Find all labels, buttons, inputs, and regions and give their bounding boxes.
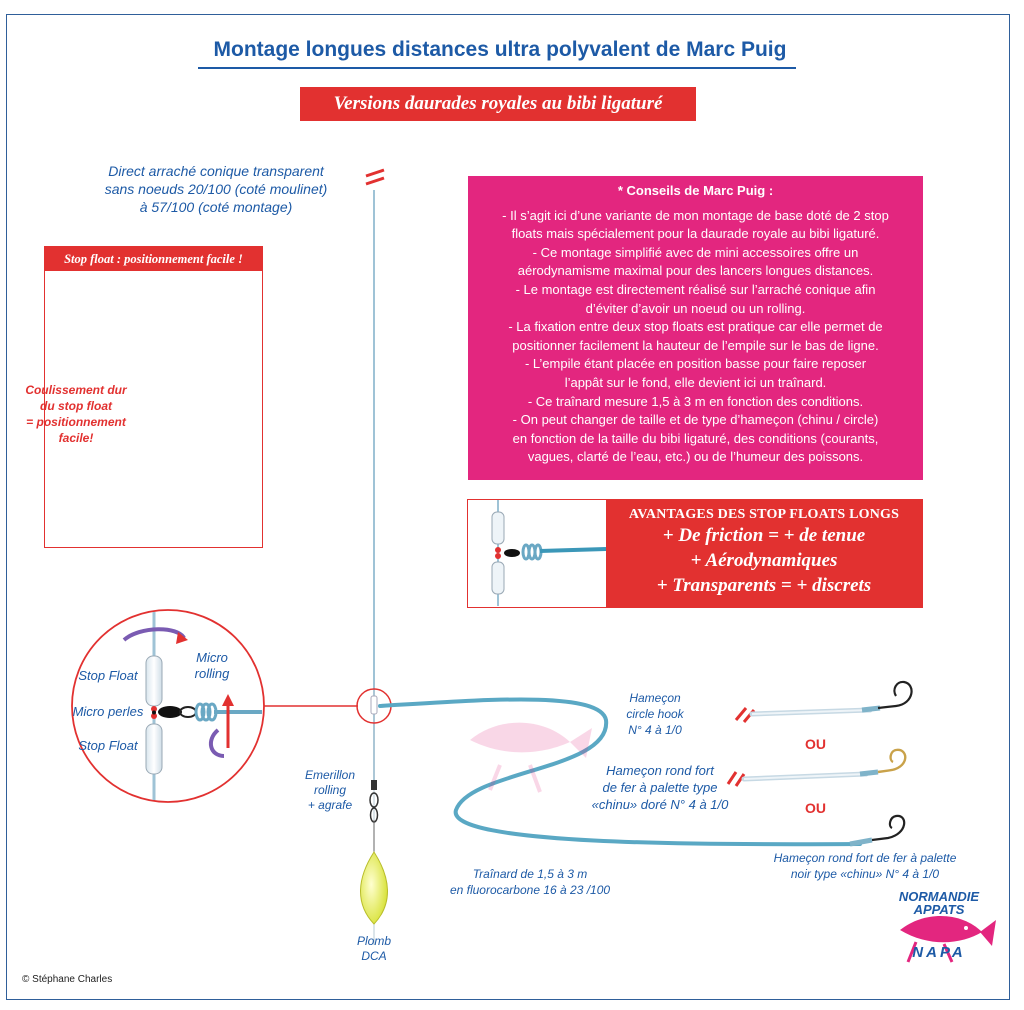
mini-stop-float xyxy=(370,695,378,715)
label-stop-float-top: Stop Float xyxy=(78,668,138,683)
conseils-line: - La fixation entre deux stop floats est… xyxy=(508,319,883,335)
conseils-line: aérodynamisme maximal pour des lancers l… xyxy=(517,263,874,279)
avantages-line: + Transparents = + discrets xyxy=(656,575,872,596)
label-emerillon-1: Emerillon xyxy=(304,768,355,782)
conseils-line: l’appât sur le fond, elle devient ici un… xyxy=(564,374,827,390)
brand-logo-line-1: NORMANDIE xyxy=(898,889,980,904)
conseils-line: - Ce traînard mesure 1,5 à 3 m en foncti… xyxy=(527,393,864,409)
conseils-line: en fonction de la taille du bibi ligatur… xyxy=(512,430,879,446)
brand-logo-line-2: APPATS xyxy=(913,902,965,917)
avantages-illustration xyxy=(491,500,606,606)
label-hook-3-2: noir type «chinu» N° 4 à 1/0 xyxy=(790,867,940,881)
stop-float-note-1: Coulissement dur xyxy=(25,383,127,397)
label-emerillon-3: + agrafe xyxy=(307,798,353,812)
hook-2 xyxy=(726,748,907,787)
label-hook-3: Hameçon rond fort de fer à palette noir … xyxy=(760,850,970,882)
direct-line-label: Direct arraché conique transparent sans … xyxy=(86,162,346,216)
label-plomb: Plomb DCA xyxy=(344,934,404,964)
label-trainard: Traînard de 1,5 à 3 m en fluorocarbone 1… xyxy=(430,866,630,898)
label-stop-float-bottom: Stop Float xyxy=(78,738,138,753)
label-plomb-1: Plomb xyxy=(356,934,391,948)
label-hook-1: Hameçon circle hook N° 4 à 1/0 xyxy=(610,690,700,738)
label-emerillon-2: rolling xyxy=(313,783,346,797)
ou-label-1: OU xyxy=(805,736,826,752)
label-hook-2: Hameçon rond fort de fer à palette type … xyxy=(580,762,740,813)
label-micro-rolling-1: Micro xyxy=(196,650,228,665)
copyright: © Stéphane Charles xyxy=(22,974,113,985)
label-hook-1-3: N° 4 à 1/0 xyxy=(628,723,682,737)
stop-float-note-3: = positionnement xyxy=(26,415,126,429)
hook-2-cut-mark xyxy=(726,771,746,787)
avantages-panel: AVANTAGES DES STOP FLOATS LONGS + De fri… xyxy=(606,500,922,607)
label-trainard-2: en fluorocarbone 16 à 23 /100 xyxy=(449,883,611,897)
avantages-line: + Aérodynamiques xyxy=(690,550,838,571)
label-hook-2-2: de fer à palette type xyxy=(602,780,718,795)
conseils-line: positionner facilement la hauteur de l’e… xyxy=(512,337,879,353)
conseils-line: - Il s’agit ici d’une variante de mon mo… xyxy=(502,207,889,223)
title-underline xyxy=(198,67,796,69)
ou-label-2: OU xyxy=(805,800,826,816)
label-trainard-1: Traînard de 1,5 à 3 m xyxy=(472,867,588,881)
zoom-circle xyxy=(71,609,265,803)
direct-line-label-2: sans noeuds 20/100 (coté moulinet) xyxy=(104,181,328,197)
stop-float-panel: Stop float : positionnement facile ! xyxy=(44,246,263,548)
conseils-line: - Ce montage simplifié avec de mini acce… xyxy=(532,244,859,260)
hook-1 xyxy=(734,680,913,723)
stop-float-panel-header: Stop float : positionnement facile ! xyxy=(45,247,262,271)
conseils-box: * Conseils de Marc Puig : - Il s’agit ic… xyxy=(468,176,923,480)
brand-logo-napa: NAPA xyxy=(912,944,966,961)
label-emerillon: Emerillon rolling + agrafe xyxy=(290,768,370,813)
cut-mark-top xyxy=(365,168,385,186)
label-hook-2-1: Hameçon rond fort xyxy=(606,763,714,778)
label-hook-2-3: «chinu» doré N° 4 à 1/0 xyxy=(591,797,729,812)
label-hook-1-1: Hameçon xyxy=(629,691,681,705)
page-title: Montage longues distances ultra polyvale… xyxy=(213,38,787,61)
label-plomb-2: DCA xyxy=(361,949,387,963)
subtitle-banner: Versions daurades royales au bibi ligatu… xyxy=(300,87,696,121)
hook-3 xyxy=(849,814,906,847)
conseils-line: - On peut changer de taille et de type d… xyxy=(512,412,879,428)
conseils-line: - L’empile étant placée en position bass… xyxy=(524,356,867,372)
conseils-title: * Conseils de Marc Puig : xyxy=(617,183,774,198)
label-micro-perles: Micro perles xyxy=(72,704,144,719)
label-micro-rolling: Micro rolling xyxy=(182,650,242,682)
conseils-line: - Le montage est directement réalisé sur… xyxy=(515,281,876,297)
avantages-line: + De friction = + de tenue xyxy=(662,525,866,546)
direct-line-label-3: à 57/100 (coté montage) xyxy=(139,199,293,215)
label-hook-1-2: circle hook xyxy=(626,707,684,721)
watermark-logo xyxy=(470,722,592,793)
lead-sinker xyxy=(360,851,388,925)
trainard-line xyxy=(378,697,862,847)
avantages-box: AVANTAGES DES STOP FLOATS LONGS + De fri… xyxy=(467,499,923,608)
conseils-line: d’éviter d’avoir un noeud ou un rolling. xyxy=(585,300,806,316)
conseils-line: floats mais spécialement pour la daurade… xyxy=(511,226,880,242)
stop-float-note: Coulissement dur du stop float = positio… xyxy=(6,382,146,446)
direct-line-label-1: Direct arraché conique transparent xyxy=(108,163,324,179)
stop-float-note-4: facile! xyxy=(58,431,94,445)
stop-float-note-2: du stop float xyxy=(40,399,112,413)
label-micro-rolling-2: rolling xyxy=(194,666,230,681)
brand-logo-fish xyxy=(900,915,996,963)
outer-frame xyxy=(6,14,1010,1000)
label-hook-3-1: Hameçon rond fort de fer à palette xyxy=(773,851,957,865)
avantages-title: AVANTAGES DES STOP FLOATS LONGS xyxy=(628,507,900,522)
brand-logo-text: NORMANDIE APPATS xyxy=(894,890,984,916)
conseils-line: vagues, clarté de l’eau, etc.) ou de l’h… xyxy=(527,449,864,465)
